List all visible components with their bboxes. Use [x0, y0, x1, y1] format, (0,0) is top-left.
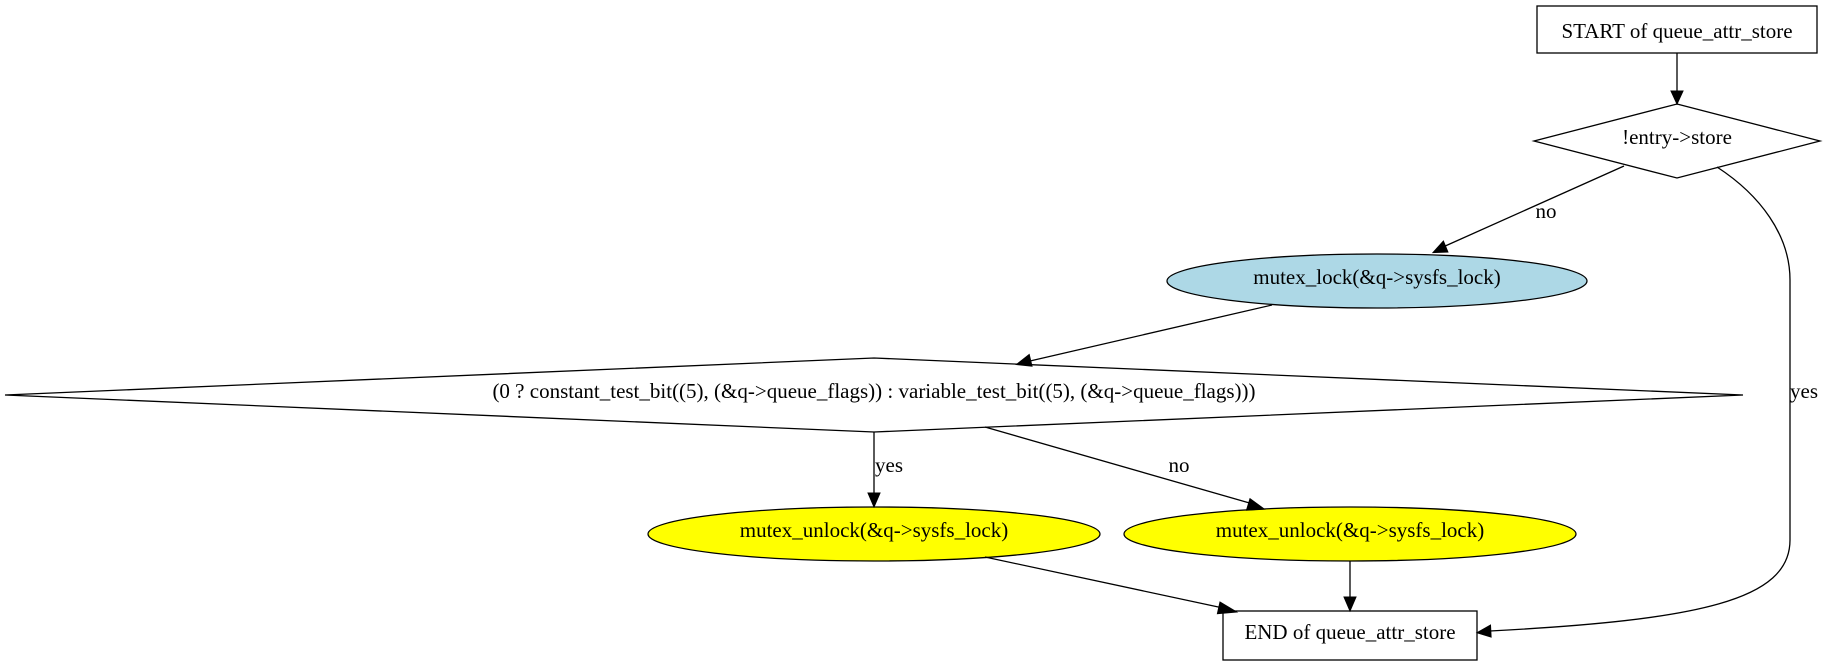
- edge-entry-check-yes: yes: [1475, 166, 1818, 638]
- node-flag-test: (0 ? constant_test_bit((5), (&q->queue_f…: [4, 357, 1744, 433]
- edge-entry-check-no: no: [1431, 165, 1625, 254]
- node-flag-test-label: (0 ? constant_test_bit((5), (&q->queue_f…: [492, 379, 1255, 403]
- edge-entry-check-yes-label: yes: [1790, 379, 1818, 403]
- edge-entry-check-no-label: no: [1536, 199, 1557, 223]
- node-end: END of queue_attr_store: [1222, 610, 1478, 661]
- node-start-label: START of queue_attr_store: [1561, 19, 1792, 43]
- edge-unlock-yes-to-end: [984, 556, 1239, 615]
- node-unlock-yes: mutex_unlock(&q->sysfs_lock): [647, 506, 1101, 562]
- edge-unlock-no-to-end: [1343, 561, 1357, 613]
- node-start: START of queue_attr_store: [1536, 5, 1818, 54]
- edge-flag-test-yes: yes: [867, 432, 903, 509]
- node-entry-check: !entry->store: [1531, 103, 1823, 179]
- node-unlock-no: mutex_unlock(&q->sysfs_lock): [1123, 506, 1577, 562]
- edge-lock-to-flag-test: [1015, 304, 1273, 367]
- edge-start-to-entry-check: [1670, 53, 1684, 106]
- node-mutex-lock: mutex_lock(&q->sysfs_lock): [1166, 253, 1588, 309]
- node-end-label: END of queue_attr_store: [1244, 620, 1455, 644]
- node-mutex-lock-label: mutex_lock(&q->sysfs_lock): [1253, 265, 1500, 289]
- edge-flag-test-no: no: [984, 426, 1266, 511]
- node-unlock-yes-label: mutex_unlock(&q->sysfs_lock): [740, 518, 1008, 542]
- edge-flag-test-no-label: no: [1169, 453, 1190, 477]
- node-unlock-no-label: mutex_unlock(&q->sysfs_lock): [1216, 518, 1484, 542]
- node-entry-check-label: !entry->store: [1622, 125, 1732, 149]
- edge-flag-test-yes-label: yes: [875, 453, 903, 477]
